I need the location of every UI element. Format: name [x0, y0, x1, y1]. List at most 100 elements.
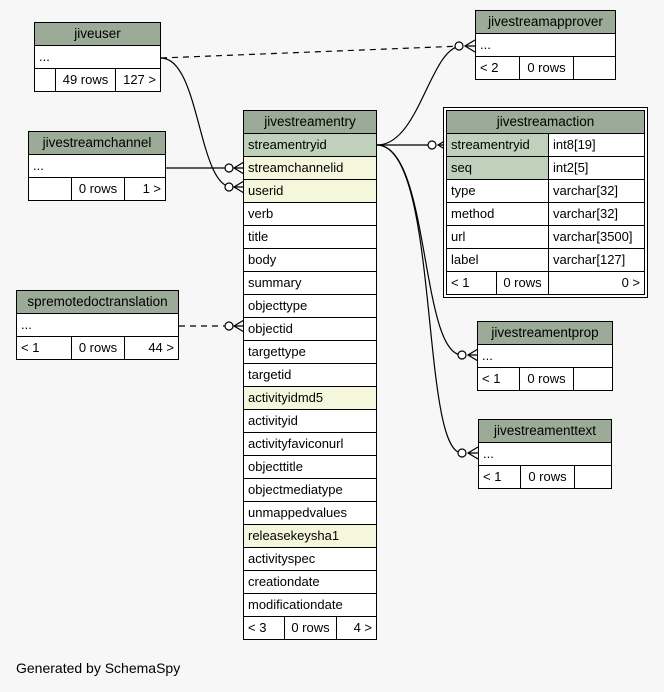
table-placeholder: ... [476, 34, 615, 57]
column-name: method [447, 203, 549, 225]
children-count: < 1 [478, 368, 520, 390]
column-row: targetid [244, 364, 376, 387]
column-name: seq [447, 157, 549, 179]
column-type: int8[19] [553, 137, 596, 152]
table-title: jiveuser [35, 23, 160, 46]
column-row: label varchar[127] [447, 249, 644, 272]
column-row: creationdate [244, 571, 376, 594]
column-row: objecttype [244, 295, 376, 318]
column-row: streamchannelid [244, 157, 376, 180]
table-jivestreamentprop[interactable]: jivestreamentprop ... < 1 0 rows [477, 321, 613, 391]
table-jivestreamchannel[interactable]: jivestreamchannel ... 0 rows 1 > [28, 131, 166, 201]
edge-entry-enttext [376, 144, 463, 454]
table-placeholder: ... [479, 443, 611, 466]
table-title: jivestreamapprover [476, 11, 615, 34]
column-row: title [244, 226, 376, 249]
row-count: 0 rows [521, 466, 575, 488]
optional-marker [454, 41, 464, 51]
children-count [29, 178, 72, 200]
table-placeholder: ... [17, 314, 178, 337]
children-count: < 1 [447, 272, 497, 294]
row-count: 0 rows [520, 368, 574, 390]
parents-count: 4 > [353, 620, 372, 635]
parents-count [575, 466, 611, 488]
column-type: int2[5] [553, 160, 589, 175]
children-count: < 1 [479, 466, 521, 488]
table-spremotedoctranslation[interactable]: spremotedoctranslation ... < 1 0 rows 44… [16, 290, 179, 360]
optional-marker [224, 321, 234, 331]
table-footer: < 1 0 rows 44 > [17, 337, 178, 359]
table-title: jivestreamaction [447, 111, 644, 134]
parents-count [574, 368, 612, 390]
column-row: objectmediatype [244, 479, 376, 502]
row-count: 0 rows [72, 178, 125, 200]
column-type: varchar[127] [553, 252, 626, 267]
column-type: varchar[3500] [553, 229, 633, 244]
table-jivestreamapprover[interactable]: jivestreamapprover ... < 2 0 rows [475, 10, 616, 80]
row-count: 0 rows [520, 57, 574, 79]
column-row: streamentryid [244, 134, 376, 157]
column-row: activityidmd5 [244, 387, 376, 410]
row-count: 49 rows [56, 69, 116, 91]
children-count: < 3 [244, 617, 285, 639]
table-jivestreamenttext[interactable]: jivestreamenttext ... < 1 0 rows [478, 419, 612, 489]
row-count: 0 rows [72, 337, 125, 359]
crowfoot-marker [232, 319, 245, 333]
column-row: unmappedvalues [244, 502, 376, 525]
column-row: activityfaviconurl [244, 433, 376, 456]
optional-marker [224, 182, 234, 192]
column-type: varchar[32] [553, 206, 619, 221]
column-row: method varchar[32] [447, 203, 644, 226]
table-placeholder: ... [35, 46, 160, 69]
crowfoot-marker [232, 161, 245, 175]
table-footer: < 3 0 rows 4 > [244, 617, 376, 639]
row-count: 0 rows [497, 272, 549, 294]
table-placeholder: ... [29, 155, 165, 178]
crowfoot-marker [466, 446, 479, 460]
optional-marker [224, 163, 234, 173]
table-title: spremotedoctranslation [17, 291, 178, 314]
column-row: activityspec [244, 548, 376, 571]
row-count: 0 rows [285, 617, 337, 639]
edge-entry-approver [376, 45, 463, 146]
column-row: activityid [244, 410, 376, 433]
table-footer: 0 rows 1 > [29, 178, 165, 200]
parents-count: 0 > [621, 275, 640, 290]
generated-by-caption: Generated by SchemaSpy [16, 660, 181, 676]
table-jivestreamaction[interactable]: jivestreamaction streamentryid int8[19] se… [443, 107, 648, 298]
crowfoot-marker [232, 180, 245, 194]
column-name: streamentryid [447, 134, 549, 156]
column-type: varchar[32] [553, 183, 619, 198]
table-placeholder: ... [478, 345, 612, 368]
column-row: releasekeysha1 [244, 525, 376, 548]
column-row: userid [244, 180, 376, 203]
parents-count: 44 > [148, 340, 174, 355]
table-jiveuser[interactable]: jiveuser ... 49 rows 127 > [34, 22, 161, 92]
column-row: modificationdate [244, 594, 376, 617]
table-title: jivestreamentry [244, 111, 376, 134]
edge-jiveuser-userid [160, 57, 233, 188]
table-footer: 49 rows 127 > [35, 69, 160, 91]
table-title: jivestreamchannel [29, 132, 165, 155]
optional-marker [457, 448, 467, 458]
table-footer: < 1 0 rows [478, 368, 612, 390]
column-row: targettype [244, 341, 376, 364]
column-row: seq int2[5] [447, 157, 644, 180]
column-row: objecttitle [244, 456, 376, 479]
table-footer: < 2 0 rows [476, 57, 615, 79]
table-title: jivestreamenttext [479, 420, 611, 443]
table-footer: < 1 0 rows 0 > [447, 272, 644, 294]
column-row: verb [244, 203, 376, 226]
edge-jiveuser-approver [160, 45, 463, 59]
table-footer: < 1 0 rows [479, 466, 611, 488]
children-count: < 2 [476, 57, 520, 79]
column-name: label [447, 249, 549, 271]
optional-marker [457, 350, 467, 360]
crowfoot-marker [466, 348, 479, 362]
column-row: body [244, 249, 376, 272]
optional-marker [427, 140, 437, 150]
